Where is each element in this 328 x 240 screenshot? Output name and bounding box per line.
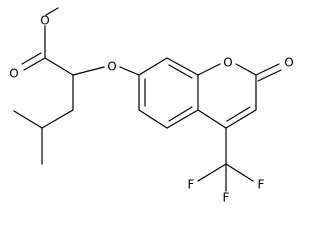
atom-label-f-right: F	[258, 178, 265, 192]
bond-c5-c6	[138, 109, 168, 129]
bond-c8-c8a	[166, 57, 199, 76]
bond-c3-c4	[225, 109, 257, 129]
bond-cf3-f-left	[197, 163, 227, 182]
bond-ch-methyl-a	[13, 110, 43, 129]
bond-c4-c4a	[197, 109, 227, 129]
bond-alpha-ether-o	[72, 66, 105, 76]
bond-c4a-c5	[166, 109, 199, 129]
atom-label-ether-o: O	[107, 60, 116, 74]
bond-carbonyl-alpha	[44, 57, 74, 76]
bond-c2-lactone-o	[255, 63, 280, 76]
bond-c3-c4-inner	[226, 106, 251, 122]
bond-lines	[13, 7, 282, 192]
bond-ch2-ch	[41, 109, 74, 129]
bond-ether-o-ring	[119, 66, 140, 76]
bond-ring-o-c2	[235, 63, 257, 76]
bond-carbonyl-double-outer	[23, 57, 46, 71]
atom-label-f-bottom: F	[223, 191, 230, 205]
chemical-structure-diagram: O O O O O F F F	[9, 7, 294, 205]
atom-label-f-left: F	[188, 178, 195, 192]
bond-c4a-c5-inner	[168, 106, 193, 122]
bond-carbonyl-double-inner	[21, 52, 42, 65]
atom-label-ring-o: O	[223, 56, 232, 70]
structure-canvas: O O O O O F F F	[9, 7, 294, 205]
bond-methyl-oxygen	[45, 7, 59, 16]
atom-labels: O O O O O F F F	[9, 14, 293, 205]
bond-c8-c8a-inner	[168, 64, 193, 79]
atom-label-lactone-o: O	[284, 56, 293, 70]
bond-c7-c8	[138, 57, 168, 76]
bond-c2-lactone-o-inner	[257, 69, 282, 82]
bond-c8a-ring-o	[197, 63, 221, 76]
atom-label-ester-o-carbonyl: O	[9, 67, 18, 81]
bond-cf3-f-right	[225, 163, 254, 182]
atom-label-ester-o-methyl: O	[40, 14, 49, 28]
